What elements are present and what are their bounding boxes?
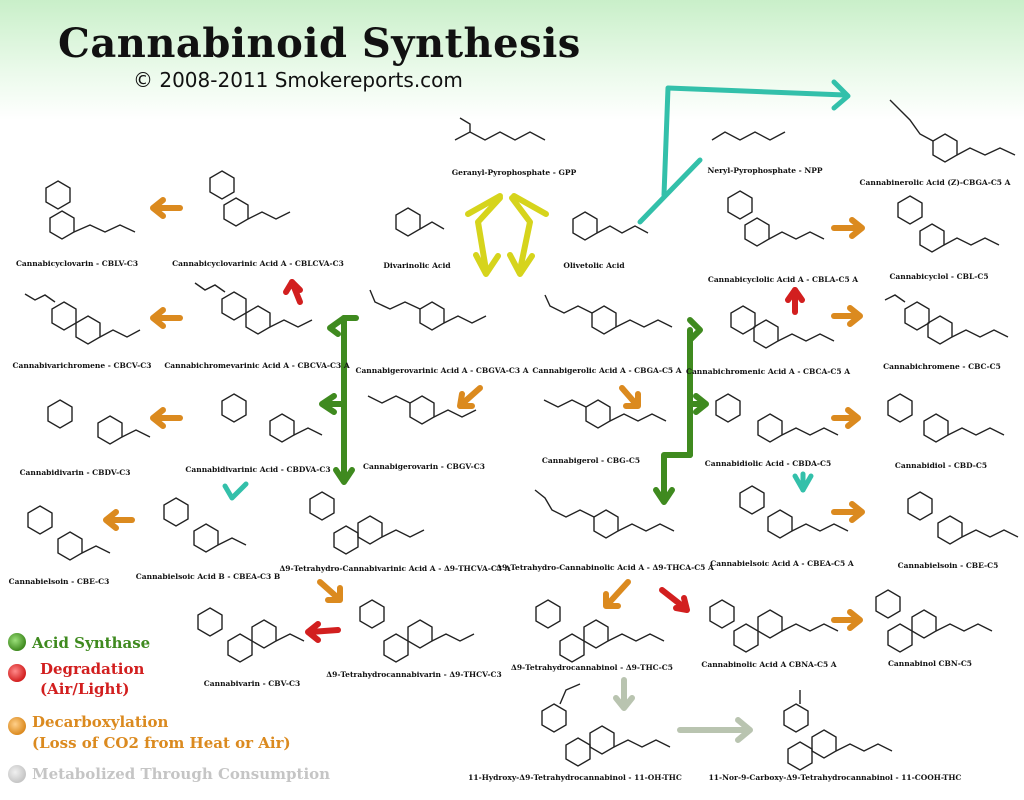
label-cbv: Cannabivarin - CBV-C3 bbox=[204, 679, 300, 688]
legend-label-metabolized: Metabolized Through Consumption bbox=[32, 765, 331, 783]
label-olivetolic: Olivetolic Acid bbox=[563, 261, 625, 270]
legend-label-acid-synthase: Acid Synthase bbox=[32, 634, 151, 652]
label-cbe-c5: Cannabielsoin - CBE-C5 bbox=[898, 561, 999, 570]
label-cbda: Cannabidiolic Acid - CBDA-C5 bbox=[705, 459, 831, 468]
label-cbdva: Cannabidivarinic Acid - CBDVA-C3 bbox=[185, 465, 330, 474]
label-cbcva: Cannabichromevarinic Acid A - CBCVA-C3 A bbox=[164, 361, 349, 370]
copyright-subtitle: © 2008-2011 Smokereports.com bbox=[133, 68, 463, 92]
legend-dot-metabolized bbox=[8, 765, 26, 783]
legend-dot-decarboxylation bbox=[8, 717, 26, 735]
legend-label-decarboxylation: Decarboxylation bbox=[32, 713, 169, 731]
label-cbna-z: Cannabinerolic Acid (Z)-CBGA-C5 A bbox=[860, 178, 1011, 187]
label-cblva: Cannabicyclovarinic Acid A - CBLCVA-C3 bbox=[172, 259, 344, 268]
label-thc: Δ9-Tetrahydrocannabinol - Δ9-THC-C5 bbox=[511, 663, 673, 672]
label-cbc: Cannabichromene - CBC-C5 bbox=[883, 362, 1001, 371]
label-11-cooh-thc: 11-Nor-9-Carboxy-Δ9-Tetrahydrocannabinol… bbox=[709, 773, 962, 782]
metabolized-arrows bbox=[613, 677, 753, 743]
label-cbca: Cannabichromenic Acid A - CBCA-C5 A bbox=[686, 367, 850, 376]
label-cbgv: Cannabigerovarin - CBGV-C3 bbox=[363, 462, 485, 471]
label-cbg: Cannabigerol - CBG-C5 bbox=[542, 456, 640, 465]
molecule-structures bbox=[24, 99, 1019, 771]
decarboxylation-arrows bbox=[103, 197, 865, 631]
label-cbdv: Cannabidivarin - CBDV-C3 bbox=[20, 468, 131, 477]
page-title: Cannabinoid Synthesis bbox=[58, 20, 581, 67]
label-divarinolic: Divarinolic Acid bbox=[383, 261, 451, 270]
legend-label-degradation: Degradation bbox=[40, 660, 145, 678]
label-gpp: Geranyl-Pyrophosphate - GPP bbox=[452, 168, 577, 177]
label-thca: Δ9-Tetrahydro-Cannabinolic Acid A - Δ9-T… bbox=[496, 563, 714, 572]
label-thcv: Δ9-Tetrahydrocannabivarin - Δ9-THCV-C3 bbox=[326, 670, 501, 679]
legend-label-degradation-sub: (Air/Light) bbox=[40, 680, 130, 698]
label-cbn: Cannabinol CBN-C5 bbox=[888, 659, 972, 668]
label-cbna: Cannabinolic Acid A CBNA-C5 A bbox=[701, 660, 836, 669]
legend-label-decarboxylation-sub: (Loss of CO2 from Heat or Air) bbox=[32, 734, 291, 752]
npp-arrows bbox=[222, 79, 851, 501]
label-cbe-c3: Cannabielsoin - CBE-C3 bbox=[9, 577, 110, 586]
label-cbd: Cannabidiol - CBD-C5 bbox=[895, 461, 987, 470]
label-cbla: Cannabicyclolic Acid A - CBLA-C5 A bbox=[708, 275, 858, 284]
label-cbea-b: Cannabielsoic Acid B - CBEA-C3 B bbox=[136, 572, 280, 581]
label-cblv: Cannabicyclovarin - CBLV-C3 bbox=[16, 259, 138, 268]
label-cbl: Cannabicyclol - CBL-C5 bbox=[889, 272, 988, 281]
gpp-arrows bbox=[465, 193, 549, 277]
label-cbcv: Cannabivarichromene - CBCV-C3 bbox=[13, 361, 152, 370]
degradation-arrows bbox=[283, 279, 805, 643]
label-11-oh-thc: 11-Hydroxy-Δ9-Tetrahydrocannabinol - 11-… bbox=[468, 773, 682, 782]
label-cbea-a: Cannabielsoic Acid A - CBEA-C5 A bbox=[710, 559, 854, 568]
legend-dot-acid-synthase bbox=[8, 633, 26, 651]
compound-labels: Geranyl-Pyrophosphate - GPP Neryl-Pyroph… bbox=[9, 166, 1011, 782]
label-cbgva: Cannabigerovarinic Acid A - CBGVA-C3 A bbox=[355, 366, 528, 375]
legend-dot-degradation bbox=[8, 664, 26, 682]
label-thcva: Δ9-Tetrahydro-Cannabivarinic Acid A - Δ9… bbox=[279, 564, 510, 573]
acid-synthase-arrows bbox=[319, 315, 709, 505]
label-cbga: Cannabigerolic Acid A - CBGA-C5 A bbox=[532, 366, 681, 375]
label-npp: Neryl-Pyrophosphate - NPP bbox=[707, 166, 822, 175]
